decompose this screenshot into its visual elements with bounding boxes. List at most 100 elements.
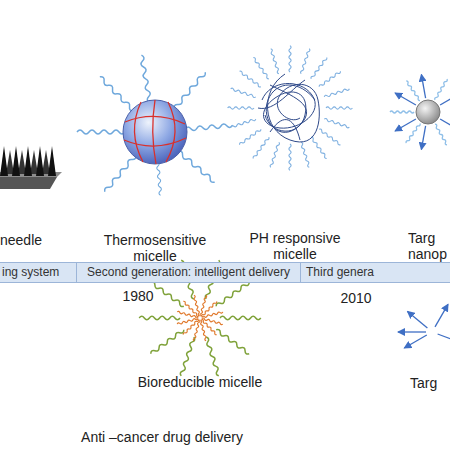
polymer-chain bbox=[150, 281, 185, 308]
targeting-arrows bbox=[398, 304, 450, 348]
core-chains bbox=[177, 295, 223, 341]
targeting-arrow bbox=[440, 93, 450, 105]
band-text: Third genera bbox=[306, 263, 446, 282]
needle-plate bbox=[0, 177, 57, 189]
polymer-chains bbox=[77, 55, 233, 196]
tangled-chain bbox=[268, 74, 320, 142]
polymer-chain bbox=[252, 57, 269, 80]
micelle-core bbox=[123, 100, 187, 164]
needle-spike bbox=[12, 146, 20, 176]
polymer-chain bbox=[405, 123, 420, 144]
targeting-arrow bbox=[395, 93, 416, 105]
microneedle-array bbox=[0, 146, 62, 189]
targeting-arrow bbox=[404, 335, 427, 348]
polymer-chain bbox=[324, 118, 350, 128]
polymer-chain bbox=[228, 107, 254, 109]
polymer-chain bbox=[289, 144, 291, 170]
illustration-label: Targ bbox=[410, 375, 450, 391]
needle-row-front bbox=[0, 146, 56, 176]
network-line bbox=[125, 116, 185, 124]
year-label: 1980 bbox=[113, 288, 163, 304]
polymer-chains bbox=[390, 79, 448, 146]
polymer-chain bbox=[215, 328, 250, 355]
polymer-chain bbox=[185, 123, 233, 131]
core-chain bbox=[202, 311, 223, 318]
needle-spike bbox=[0, 146, 8, 176]
polymer-chain bbox=[103, 154, 137, 193]
thermosensitive-micelle bbox=[77, 55, 233, 196]
targeting-arrow bbox=[438, 334, 450, 343]
polymer-chain bbox=[326, 107, 352, 109]
timeline-band-segment: Second generation: intelligent delivery bbox=[76, 262, 301, 283]
polymer-chain bbox=[324, 88, 350, 98]
targeting-arrow bbox=[440, 119, 450, 131]
year-label: 2010 bbox=[331, 290, 381, 306]
tangled-core bbox=[258, 74, 319, 142]
ph-responsive-micelle bbox=[228, 46, 353, 171]
polymer-chain bbox=[310, 136, 327, 159]
figure-caption: Anti –cancer drug delivery bbox=[12, 429, 312, 445]
nanoparticle-core bbox=[416, 100, 440, 124]
illustration-label: Targ nanop bbox=[408, 230, 450, 262]
timeline-band-segment: Third genera bbox=[300, 262, 450, 283]
tangled-chain bbox=[258, 80, 305, 140]
polymer-chain bbox=[230, 118, 256, 128]
polymer-chains bbox=[228, 46, 353, 171]
core-chain bbox=[200, 320, 207, 341]
polymer-chain bbox=[239, 128, 262, 145]
polymer-chain bbox=[77, 130, 125, 134]
polymer-chain bbox=[173, 71, 207, 110]
core-chain bbox=[202, 318, 223, 325]
polymer-chain bbox=[318, 128, 341, 145]
core-chain bbox=[193, 320, 200, 341]
network-line bbox=[134, 102, 143, 162]
illustration-label: Bioreducible micelle bbox=[120, 374, 280, 390]
polymer-chain bbox=[180, 336, 196, 376]
polymer-chain bbox=[434, 124, 448, 146]
targeting-arrow bbox=[421, 75, 425, 99]
polymer-chain bbox=[270, 142, 280, 168]
targeted-nanoparticle bbox=[390, 75, 450, 150]
network-line bbox=[124, 138, 186, 146]
polymer-chain bbox=[434, 79, 448, 101]
polymer-chain bbox=[239, 70, 262, 87]
targeting-arrow bbox=[395, 119, 416, 131]
polymer-chain bbox=[318, 70, 341, 87]
polymer-chain bbox=[230, 88, 256, 98]
polymer-chain bbox=[139, 316, 180, 319]
illustration-label: needle bbox=[0, 232, 60, 248]
targeting-arrows bbox=[395, 75, 450, 150]
polymer-chain bbox=[310, 57, 327, 80]
polymer-chain bbox=[300, 48, 310, 74]
polymer-chain bbox=[139, 55, 151, 103]
targeting-arrow bbox=[408, 311, 428, 328]
polymer-chain bbox=[390, 111, 414, 113]
targeting-arrow bbox=[435, 304, 448, 327]
polymer-chain bbox=[205, 336, 221, 376]
core-network bbox=[124, 100, 186, 164]
polymer-chain bbox=[405, 80, 420, 101]
network-line bbox=[153, 100, 156, 164]
band-text: ing system bbox=[2, 263, 74, 282]
targeting-arrow bbox=[398, 331, 426, 332]
needle-spike bbox=[24, 146, 32, 176]
illustration-label: Thermosensitive micelle bbox=[95, 232, 215, 264]
polymer-chain bbox=[300, 142, 310, 168]
polymer-chain bbox=[252, 136, 269, 159]
band-text: Second generation: intelligent delivery bbox=[79, 263, 298, 282]
timeline-band-segment: ing system bbox=[0, 262, 77, 283]
illustration-label: PH responsive micelle bbox=[240, 230, 350, 262]
core-chain bbox=[200, 295, 207, 316]
network-line bbox=[166, 102, 175, 162]
core-chain bbox=[177, 311, 198, 318]
polymer-chain bbox=[215, 281, 250, 308]
polymer-chain bbox=[220, 316, 261, 319]
targeting-arrow bbox=[421, 126, 425, 150]
polymer-chain bbox=[150, 328, 185, 355]
core-chain bbox=[193, 295, 200, 316]
core-chain bbox=[177, 318, 198, 325]
needle-spike bbox=[36, 146, 44, 176]
polymer-chain bbox=[98, 75, 135, 112]
polymer-chain bbox=[156, 162, 162, 196]
